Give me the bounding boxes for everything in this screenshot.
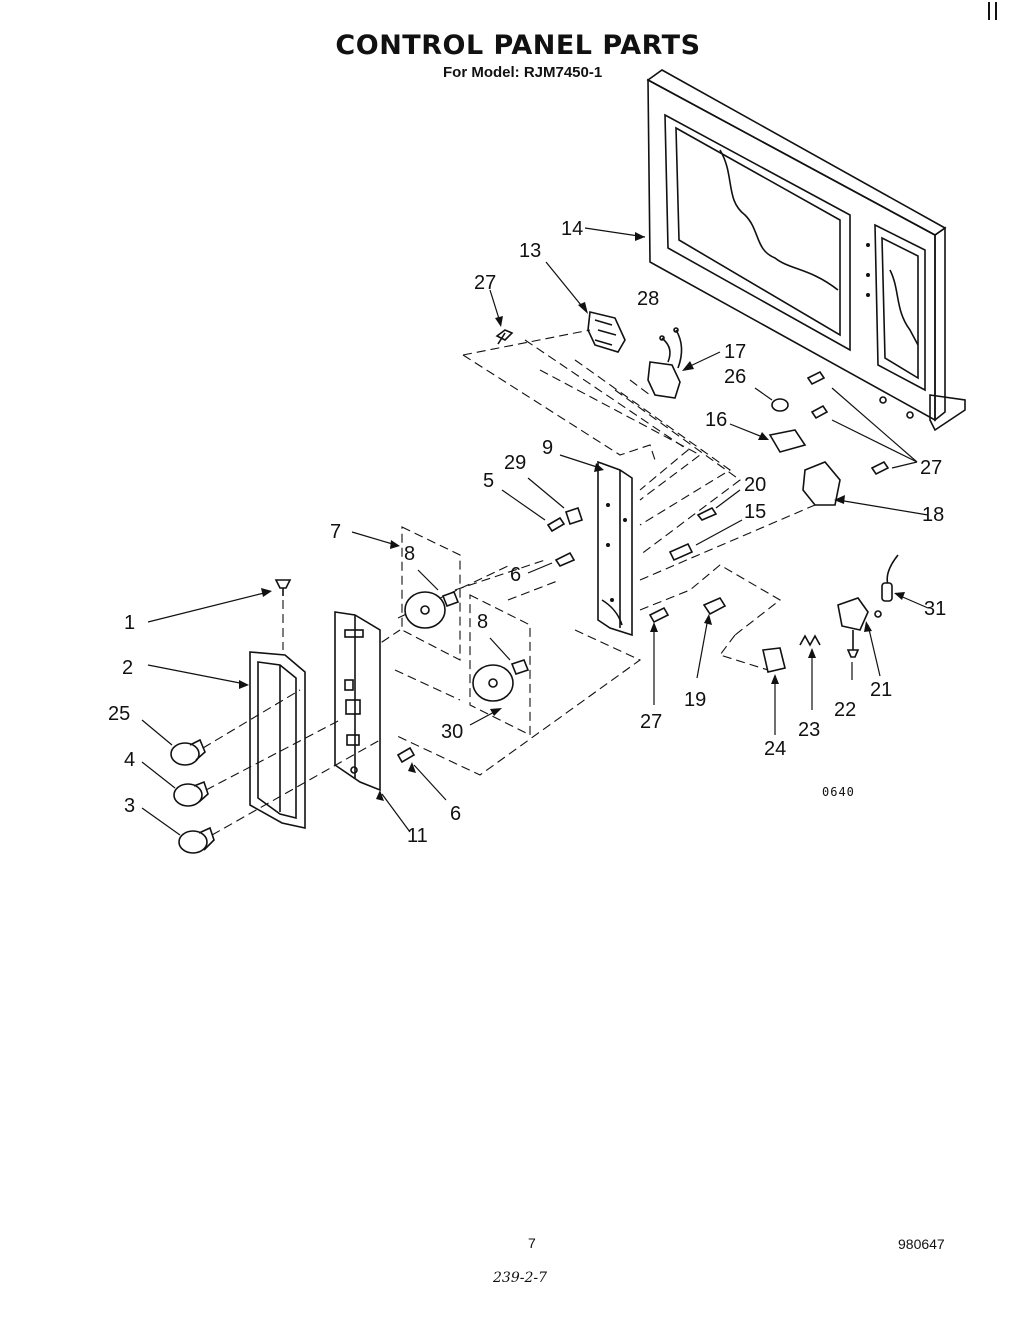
part-7-dial-plate [351,526,461,661]
part-27-screw [489,289,514,345]
part-11-control-plate [334,611,447,833]
callout-27-right: 27 [920,457,942,479]
callout-8-lower: 8 [477,611,488,633]
callout-6-upper: 6 [510,564,521,586]
model-subtitle: For Model: RJM7450-1 [443,64,603,81]
callout-19: 19 [684,689,706,711]
part-13-switch [545,261,626,353]
part-4-knob [141,719,341,807]
callout-1: 1 [124,612,135,634]
callout-4: 4 [124,749,135,771]
part-31-sensor [881,554,929,609]
part-19-component [696,596,727,679]
part-23-spring [799,634,821,710]
part-9-bracket [559,454,633,637]
callout-14: 14 [561,218,583,240]
callout-11: 11 [407,825,428,847]
part-2-bezel [147,651,306,829]
part-21-actuator [837,597,882,677]
callout-25: 25 [108,703,130,725]
part-16-switch [729,423,807,453]
callout-30: 30 [441,721,463,743]
part-20-screw [696,489,741,521]
document-number: 980647 [898,1236,945,1252]
callout-2: 2 [122,657,133,679]
callout-31: 31 [924,598,946,620]
callout-8-upper: 8 [404,543,415,565]
part-3-knob [141,739,381,854]
part-30-dial-plate [469,594,531,736]
corner-mark [988,2,997,20]
callout-6-lower: 6 [450,803,461,825]
part-14-front-frame [584,69,966,432]
callout-22: 22 [834,699,856,721]
part-26-button [754,387,789,412]
callout-16: 16 [705,409,727,431]
callout-27-bottom: 27 [640,711,662,733]
callout-3: 3 [124,795,135,817]
callout-23: 23 [798,719,820,741]
part-24-block [762,647,786,735]
part-15-fuse [668,519,743,562]
part-6-screw-upper [527,551,576,574]
part-5-screw [501,489,566,533]
callout-27-top: 27 [474,272,496,294]
part-27-screws-right [806,370,918,476]
part-1-screw [147,579,292,650]
callout-18: 18 [922,504,944,526]
part-18-bracket [802,461,929,516]
callout-29: 29 [504,452,526,474]
callout-28: 28 [637,288,659,310]
part-27-screw-lower [648,606,670,705]
page-title: CONTROL PANEL PARTS [335,30,701,61]
callout-21: 21 [870,679,892,701]
callout-15: 15 [744,501,766,523]
callout-20: 20 [744,474,766,496]
callout-26: 26 [724,366,746,388]
part-29-clip [527,477,584,526]
callout-24: 24 [764,738,786,760]
part-22-screw [846,630,860,680]
callout-5: 5 [483,470,494,492]
callout-17: 17 [724,341,746,363]
page-number: 7 [528,1235,536,1251]
callout-9: 9 [542,437,553,459]
callout-7: 7 [330,521,341,543]
handwritten-note: 239-2-7 [493,1270,547,1286]
figure-code: 0640 [822,785,855,799]
part-25-knob [141,689,301,766]
wiring-harness [369,329,816,776]
callout-13: 13 [519,240,541,262]
part-17-switch [647,327,721,399]
